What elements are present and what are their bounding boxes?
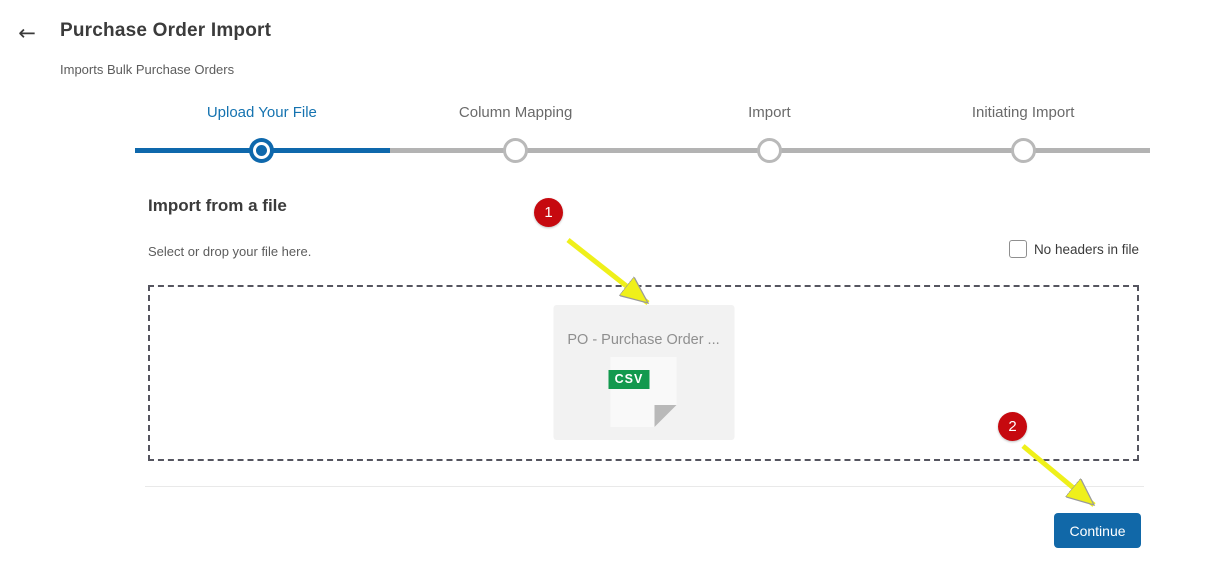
no-headers-checkbox-group[interactable]: No headers in file <box>1008 240 1139 258</box>
annotation-badge-2: 2 <box>998 412 1027 441</box>
section-heading: Import from a file <box>148 196 287 215</box>
drop-instruction: Select or drop your file here. <box>148 244 312 259</box>
import-wizard-stepper: Upload Your File Column Mapping Import I… <box>135 104 1150 166</box>
footer-divider <box>145 486 1144 487</box>
continue-button[interactable]: Continue <box>1054 513 1141 548</box>
csv-type-badge: CSV <box>608 370 650 389</box>
file-card[interactable]: PO - Purchase Order ... CSV <box>553 305 734 440</box>
file-name: PO - Purchase Order ... <box>567 332 720 348</box>
csv-file-icon: CSV <box>608 357 677 427</box>
step-circle-import <box>756 138 782 163</box>
step-circle-initiating-import <box>1010 138 1036 163</box>
step-label-initiating-import: Initiating Import <box>971 104 1075 121</box>
back-button[interactable]: ← <box>13 19 41 47</box>
page-subtitle: Imports Bulk Purchase Orders <box>60 62 235 77</box>
step-circle-column-mapping <box>503 138 529 163</box>
file-dropzone[interactable]: PO - Purchase Order ... CSV <box>148 285 1139 461</box>
annotation-badge-1: 1 <box>534 198 563 227</box>
step-label-upload-your-file: Upload Your File <box>206 104 317 121</box>
step-label-column-mapping: Column Mapping <box>458 104 573 121</box>
step-circle-upload-your-file <box>249 138 275 163</box>
no-headers-checkbox[interactable] <box>1008 240 1027 258</box>
page-title: Purchase Order Import <box>60 20 272 41</box>
step-label-import: Import <box>748 104 791 121</box>
back-arrow-icon: ← <box>18 21 36 45</box>
csv-file-fold-icon <box>654 405 677 427</box>
no-headers-label: No headers in file <box>1033 241 1139 257</box>
